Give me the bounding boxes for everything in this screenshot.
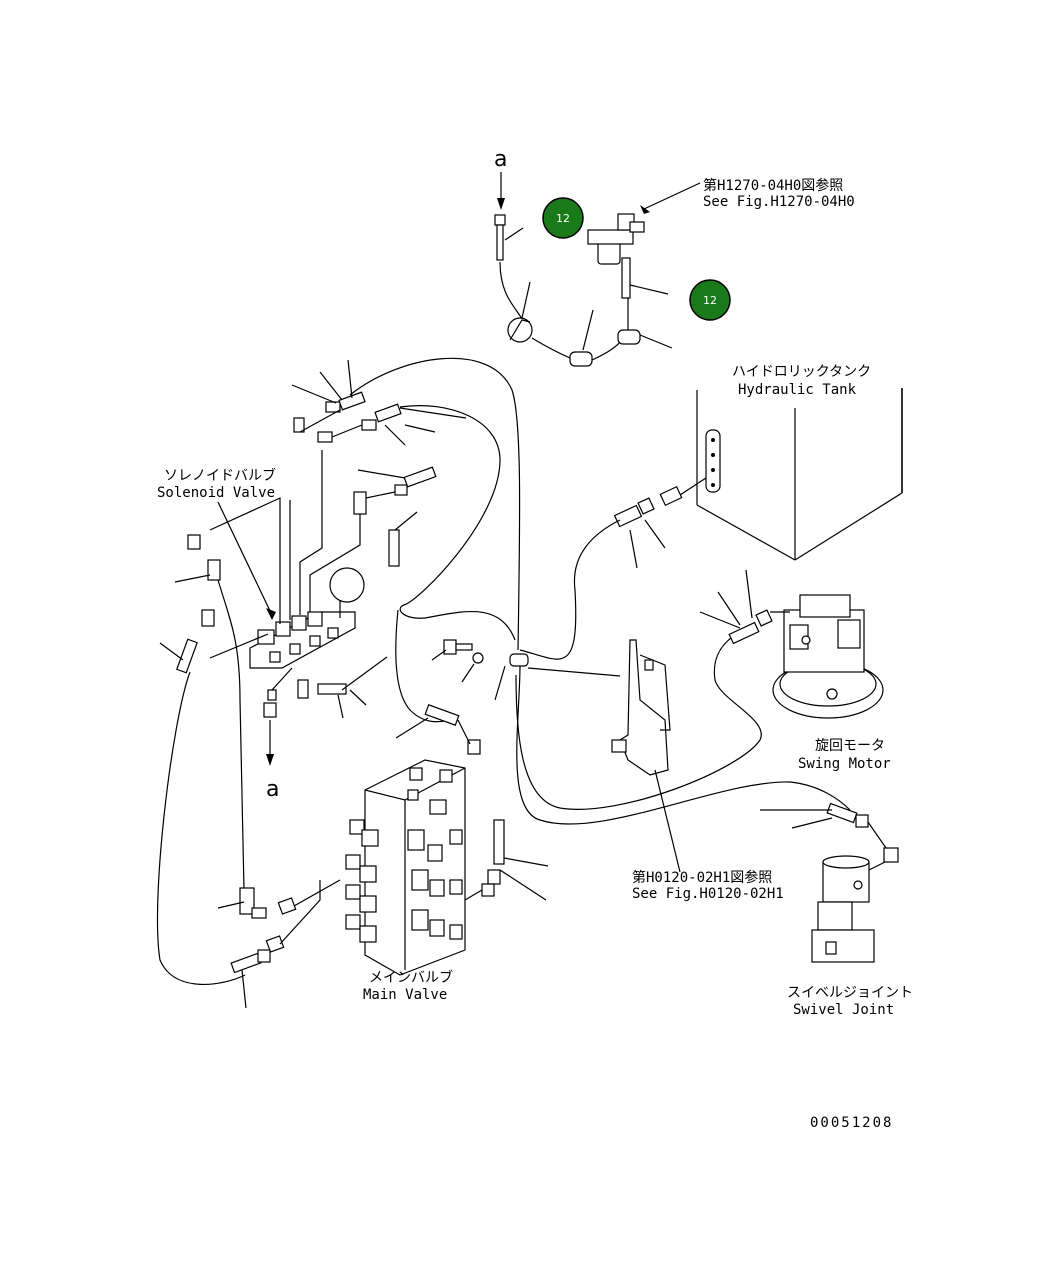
clamp-middle (569, 309, 594, 367)
solenoid-left-fittings (159, 534, 221, 674)
see-h1270-leader (643, 182, 701, 210)
swivel-fitting (760, 802, 899, 863)
callout-circle-1[interactable]: 12 (542, 197, 584, 239)
clamp-left (507, 281, 533, 343)
swing-motor-en-label: Swing Motor (798, 756, 891, 772)
main-valve-en-label: Main Valve (363, 987, 447, 1003)
main-valve (345, 759, 466, 976)
bolt-top (494, 214, 524, 261)
see-h0120-en-label: See Fig.H0120-02H1 (632, 886, 784, 902)
ref-a-top-arrowhead (497, 198, 505, 210)
solenoid-upper-fittings (291, 359, 467, 567)
hose-to-tank (519, 519, 621, 660)
swivel-joint-en-label: Swivel Joint (793, 1002, 894, 1018)
main-valve-upper-hose (395, 704, 481, 755)
hose-to-swivel (516, 664, 851, 825)
solenoid-valve-jp-label: ソレノイドバルブ (164, 467, 276, 484)
see-h0120-jp-label: 第H0120-02H1図参照 (632, 869, 772, 886)
solenoid-bottom-fittings (263, 656, 388, 719)
solenoid-valve (249, 567, 365, 669)
swivel-joint-jp-label: スイベルジョイント (787, 985, 913, 1001)
callout-circle-2[interactable]: 12 (689, 279, 731, 321)
ref-a-bottom-label: a (266, 777, 279, 802)
solenoid-leader (217, 501, 273, 616)
solenoid-valve-en-label: Solenoid Valve (157, 485, 275, 501)
swivel-joint (811, 855, 886, 963)
ref-a-top-label: a (494, 147, 507, 172)
drawing-number: 00051208 (810, 1115, 893, 1131)
hydraulic-tank (696, 388, 903, 561)
swing-motor (770, 594, 884, 719)
bracket (611, 639, 681, 873)
bolt-washer-middle (431, 639, 484, 683)
main-valve-right-fittings (464, 819, 549, 901)
callout-1-number: 12 (556, 212, 570, 225)
tank-fitting (613, 485, 683, 569)
see-h1270-en-label: See Fig.H1270-04H0 (703, 194, 855, 210)
main-valve-jp-label: メインバルブ (369, 969, 453, 986)
hydraulic-tank-jp-label: ハイドロリックタンク (732, 364, 871, 380)
hose-left-long (156, 671, 246, 986)
filter-assembly (587, 213, 669, 330)
center-clamp (494, 653, 621, 701)
main-valve-left-fittings (217, 879, 341, 1009)
hydraulic-tank-en-label: Hydraulic Tank (738, 382, 857, 398)
swing-motor-fitting (699, 569, 773, 645)
see-h1270-jp-label: 第H1270-04H0図参照 (703, 177, 843, 194)
hose-top-left (499, 261, 526, 326)
swing-motor-jp-label: 旋回モータ (815, 738, 885, 754)
hose-to-swing-motor (515, 634, 762, 810)
callout-2-number: 12 (703, 294, 717, 307)
hose-main-loop (349, 357, 521, 651)
clamp-right (617, 329, 673, 349)
